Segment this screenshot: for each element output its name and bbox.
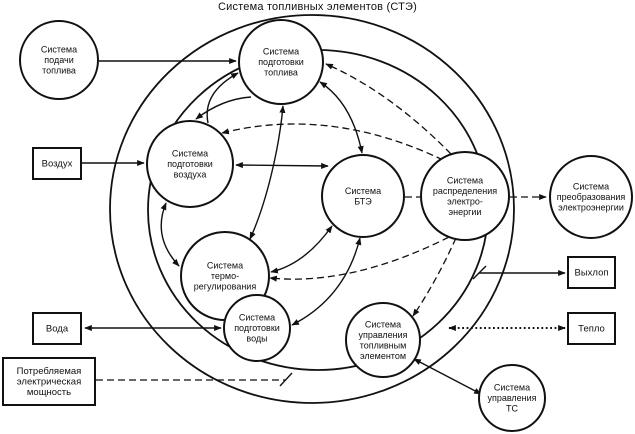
edge-fuel-preparation-and-bte [319, 81, 364, 154]
node-circle-air-preparation [146, 120, 234, 208]
edge-power-distribution-to-air-preparation [221, 123, 444, 161]
node-circle-power-distribution [420, 151, 510, 241]
node-circle-fuel-preparation [238, 19, 324, 105]
port-box-air-input [32, 147, 82, 180]
port-heat-output: Тепло [567, 312, 616, 345]
edge-air-preparation-and-bte [235, 162, 329, 169]
node-circle-water-preparation [223, 294, 291, 362]
port-water-io: Вода [32, 312, 82, 345]
edge-fuel-preparation-to-air-preparation [195, 96, 252, 120]
edge-power-distribution-to-thermal-control [269, 236, 450, 282]
diagram-title: Система топливных элементов (СТЭ) [217, 1, 417, 13]
svg-text:Тепло: Тепло [578, 324, 605, 335]
port-air-input: Воздух [32, 147, 82, 180]
outer-boundary [109, 14, 515, 404]
power-input-end-tick [279, 372, 293, 387]
svg-text:Воздух: Воздух [42, 159, 73, 170]
port-box-consumed-power [2, 357, 96, 406]
node-circle-power-conversion [549, 155, 633, 239]
node-circle-fuel-supply [19, 20, 99, 100]
svg-text:Вода: Вода [46, 324, 69, 335]
port-box-water-io [32, 312, 82, 345]
edge-air-preparation-and-thermal-control [160, 202, 180, 267]
edge-thermal-control-and-bte [270, 225, 333, 274]
exhaust-boundary-tick [472, 265, 487, 280]
node-circle-vehicle-control [478, 364, 546, 432]
edge-water-preparation-and-bte [291, 237, 362, 326]
edge-power-distribution-to-fuel-preparation [325, 63, 452, 155]
port-box-heat-output [567, 312, 616, 345]
edge-fuel-preparation-and-thermal-control [249, 105, 286, 240]
port-box-exhaust-output [567, 256, 616, 289]
port-exhaust-output: Выхлоп [567, 256, 616, 289]
node-circle-fuel-cell-control [345, 302, 421, 378]
edge-fuel-cell-control-and-vehicle-control [413, 358, 482, 395]
node-circle-bte [321, 154, 405, 238]
edge-air-preparation-to-fuel-preparation [206, 72, 239, 124]
svg-text:Выхлоп: Выхлоп [575, 268, 609, 279]
edge-power-distribution-to-fuel-cell-control [412, 237, 457, 317]
